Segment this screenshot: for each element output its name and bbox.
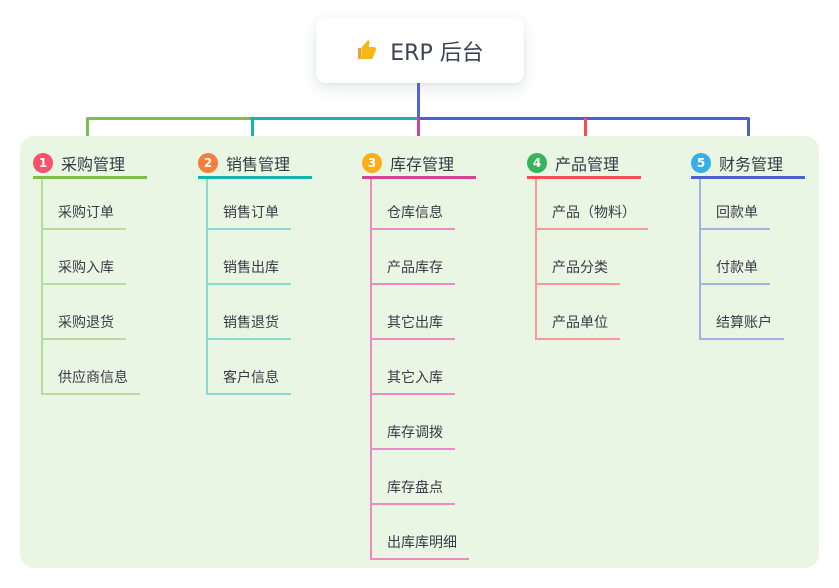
background-panel: [20, 136, 819, 568]
root-node[interactable]: ERP 后台: [316, 18, 524, 83]
child-node[interactable]: 采购订单: [41, 205, 126, 230]
connector-drop-branch2: [251, 118, 254, 151]
branch-header-sales[interactable]: 2 销售管理: [198, 150, 312, 179]
child-node[interactable]: 销售退货: [206, 315, 291, 340]
connector-bus-branch2: [250, 117, 420, 120]
branch-header-inventory[interactable]: 3 库存管理: [362, 150, 476, 179]
connector-drop-branch1: [86, 118, 89, 151]
branch-title: 采购管理: [61, 155, 126, 174]
child-node[interactable]: 仓库信息: [370, 205, 455, 230]
child-node[interactable]: 采购入库: [41, 260, 126, 285]
child-node[interactable]: 产品库存: [370, 260, 455, 285]
child-node[interactable]: 结算账户: [699, 315, 784, 340]
branch-title: 销售管理: [226, 155, 291, 174]
branch-child-connector: [41, 179, 43, 394]
thumbs-up-icon: [356, 39, 380, 63]
branch-header-product[interactable]: 4 产品管理: [527, 150, 641, 179]
child-node[interactable]: 产品分类: [535, 260, 620, 285]
branch-product: 4 产品管理 产品（物料） 产品分类 产品单位: [527, 150, 687, 340]
child-node[interactable]: 产品（物料）: [535, 205, 648, 230]
child-node[interactable]: 其它出库: [370, 315, 455, 340]
branch-purchase: 1 采购管理 采购订单 采购入库 采购退货 供应商信息: [33, 150, 193, 395]
branch-number-badge: 1: [33, 153, 53, 173]
connector-drop-branch4: [584, 118, 587, 151]
connector-bus-branch5: [417, 117, 750, 120]
child-node[interactable]: 客户信息: [206, 370, 291, 395]
branch-sales: 2 销售管理 销售订单 销售出库 销售退货 客户信息: [198, 150, 358, 395]
child-node[interactable]: 销售订单: [206, 205, 291, 230]
branch-number-badge: 5: [691, 153, 711, 173]
branch-header-finance[interactable]: 5 财务管理: [691, 150, 805, 179]
branch-title: 财务管理: [719, 155, 784, 174]
branch-header-purchase[interactable]: 1 采购管理: [33, 150, 147, 179]
connector-root-stem: [417, 83, 420, 119]
child-node[interactable]: 出库库明细: [370, 535, 469, 560]
connector-bus-branch1: [86, 117, 253, 120]
child-node[interactable]: 库存盘点: [370, 480, 455, 505]
branch-number-badge: 2: [198, 153, 218, 173]
branch-finance: 5 财务管理 回款单 付款单 结算账户: [691, 150, 839, 340]
child-node[interactable]: 销售出库: [206, 260, 291, 285]
child-node[interactable]: 其它入库: [370, 370, 455, 395]
child-node[interactable]: 供应商信息: [41, 370, 140, 395]
branch-title: 产品管理: [555, 155, 620, 174]
branch-number-badge: 3: [362, 153, 382, 173]
branch-inventory: 3 库存管理 仓库信息 产品库存 其它出库 其它入库 库存调拨 库存盘点 出库库…: [362, 150, 522, 560]
branch-child-connector: [535, 179, 537, 339]
child-node[interactable]: 库存调拨: [370, 425, 455, 450]
branch-child-connector: [699, 179, 701, 339]
connector-drop-branch3: [417, 118, 420, 151]
child-node[interactable]: 采购退货: [41, 315, 126, 340]
root-label: ERP 后台: [390, 40, 484, 66]
connector-drop-branch5: [747, 118, 750, 151]
child-node[interactable]: 回款单: [699, 205, 770, 230]
branch-number-badge: 4: [527, 153, 547, 173]
branch-child-connector: [206, 179, 208, 394]
child-node[interactable]: 付款单: [699, 260, 770, 285]
branch-child-connector: [370, 179, 372, 559]
branch-title: 库存管理: [390, 155, 455, 174]
child-node[interactable]: 产品单位: [535, 315, 620, 340]
